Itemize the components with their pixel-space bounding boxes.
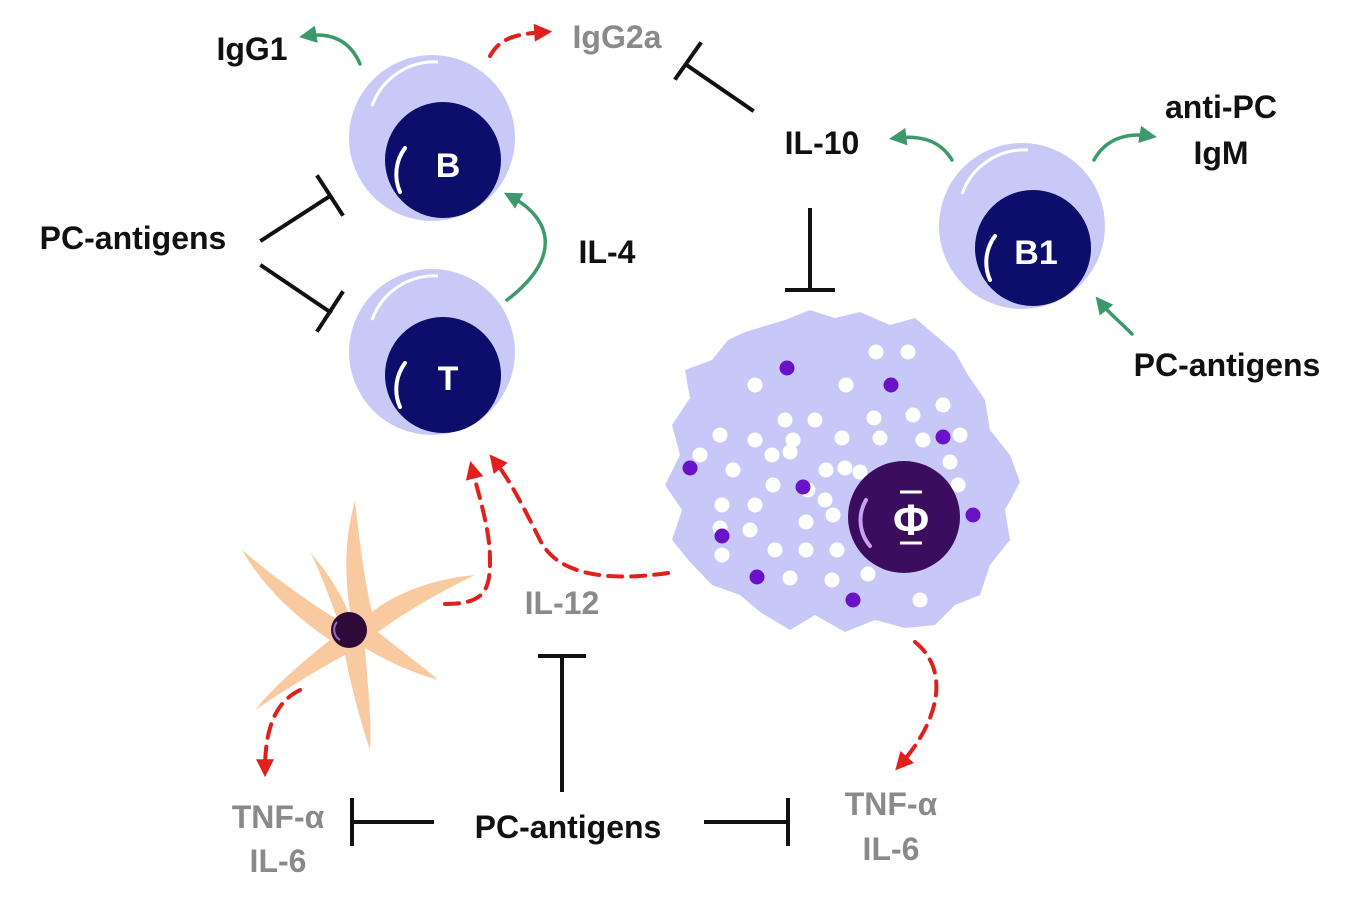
macrophage-granule bbox=[817, 492, 833, 508]
label-il4: IL-4 bbox=[579, 234, 636, 270]
macrophage-granule-purple bbox=[779, 360, 795, 376]
macrophage-granule bbox=[866, 410, 882, 426]
macrophage-granule bbox=[868, 344, 884, 360]
macrophage-granule bbox=[747, 497, 763, 513]
macrophage-granule bbox=[900, 344, 916, 360]
macrophage-granule-purple bbox=[714, 528, 730, 544]
macrophage-granule-purple bbox=[883, 377, 899, 393]
macrophage-granule bbox=[952, 427, 968, 443]
macrophage-granule bbox=[798, 542, 814, 558]
t-cell-letter: T bbox=[438, 360, 459, 398]
macrophage-granule bbox=[742, 522, 758, 538]
pc-antigens-to-b1-arrow bbox=[1095, 296, 1134, 336]
t-il4-to-b-arrow bbox=[503, 192, 547, 302]
b-to-igg1-arrow bbox=[299, 25, 362, 66]
macrophage-granule bbox=[834, 430, 850, 446]
label-pc-antigens-left: PC-antigens bbox=[40, 220, 227, 256]
b1-to-igm-arrow bbox=[1092, 125, 1157, 162]
label-il12: IL-12 bbox=[525, 585, 600, 621]
macrophage-granule-purple bbox=[935, 429, 951, 445]
macrophage-granule bbox=[785, 432, 801, 448]
macrophage-granule-purple bbox=[795, 479, 811, 495]
macrophage-granule bbox=[765, 477, 781, 493]
macrophage-granule bbox=[782, 570, 798, 586]
b1-cell: B1 bbox=[937, 141, 1107, 311]
macrophage-granule bbox=[905, 407, 921, 423]
label-tnf-right-line2: IL-6 bbox=[863, 831, 920, 867]
macrophage-granule-purple bbox=[965, 507, 981, 523]
b-cell: B bbox=[347, 53, 517, 223]
il10-inhibits-igg2a bbox=[685, 63, 755, 113]
label-tnf-left-line2: IL-6 bbox=[250, 843, 307, 879]
label-pc-antigens-right: PC-antigens bbox=[1134, 347, 1321, 383]
macrophage-symbol: Φ bbox=[893, 496, 929, 545]
macrophage-granule bbox=[747, 377, 763, 393]
b1-to-il10-arrow bbox=[889, 128, 954, 162]
macrophage-granule bbox=[782, 444, 798, 460]
dc-to-tnf-arrow bbox=[256, 688, 302, 778]
label-anti-pc-line1: anti-PC bbox=[1165, 89, 1277, 125]
macrophage-granule bbox=[692, 447, 708, 463]
label-il10: IL-10 bbox=[785, 125, 860, 161]
macrophage-granule bbox=[912, 592, 928, 608]
b-to-igg2a-arrow bbox=[488, 23, 553, 58]
dendritic-cell bbox=[242, 500, 475, 750]
inhibition-lines bbox=[259, 41, 835, 846]
macrophage-granule bbox=[852, 464, 868, 480]
macrophage-granule bbox=[764, 447, 780, 463]
macrophage-granule bbox=[714, 497, 730, 513]
macrophage-granule bbox=[950, 477, 966, 493]
label-igg1: IgG1 bbox=[216, 31, 287, 67]
macrophage-granule-purple bbox=[749, 569, 765, 585]
macrophage-granule bbox=[767, 542, 783, 558]
macrophage-granule bbox=[915, 432, 931, 448]
macrophage-granule bbox=[942, 454, 958, 470]
macrophage-granule bbox=[747, 432, 763, 448]
macrophage-granule bbox=[838, 377, 854, 393]
macrophage-granule bbox=[725, 462, 741, 478]
macrophage-granule bbox=[860, 566, 876, 582]
macrophage-granule bbox=[825, 507, 841, 523]
label-tnf-left-line1: TNF-α bbox=[232, 799, 325, 835]
macrophage-granule bbox=[824, 572, 840, 588]
macrophage-granule bbox=[818, 462, 834, 478]
macrophage: Φ bbox=[665, 310, 1020, 632]
macrophage-granule bbox=[807, 412, 823, 428]
reduced-production-arrows bbox=[256, 23, 939, 778]
dc-to-t-arrow bbox=[443, 461, 493, 606]
macrophage-granule-purple bbox=[845, 592, 861, 608]
macrophage-granule bbox=[714, 547, 730, 563]
macrophage-granule bbox=[829, 542, 845, 558]
macrophage-granule bbox=[798, 514, 814, 530]
stimulation-arrows bbox=[299, 25, 1157, 336]
t-cell: T bbox=[347, 267, 517, 437]
macrophage-granule bbox=[837, 460, 853, 476]
pc-inhibits-t bbox=[259, 263, 333, 315]
label-pc-antigens-bottom: PC-antigens bbox=[475, 809, 662, 845]
macrophage-granule bbox=[777, 412, 793, 428]
pc-inhibits-b bbox=[259, 193, 333, 243]
label-anti-pc-line2: IgM bbox=[1193, 135, 1248, 171]
macrophage-granule bbox=[872, 430, 888, 446]
macrophage-to-t-arrow bbox=[489, 454, 670, 579]
macrophage-granule-purple bbox=[682, 460, 698, 476]
label-igg2a: IgG2a bbox=[573, 19, 662, 55]
macrophage-to-tnf-arrow bbox=[895, 640, 939, 771]
b1-cell-letter: B1 bbox=[1014, 234, 1057, 272]
b-cell-letter: B bbox=[436, 147, 461, 185]
macrophage-granule bbox=[712, 427, 728, 443]
macrophage-granule bbox=[935, 397, 951, 413]
label-tnf-right-line1: TNF-α bbox=[845, 786, 938, 822]
